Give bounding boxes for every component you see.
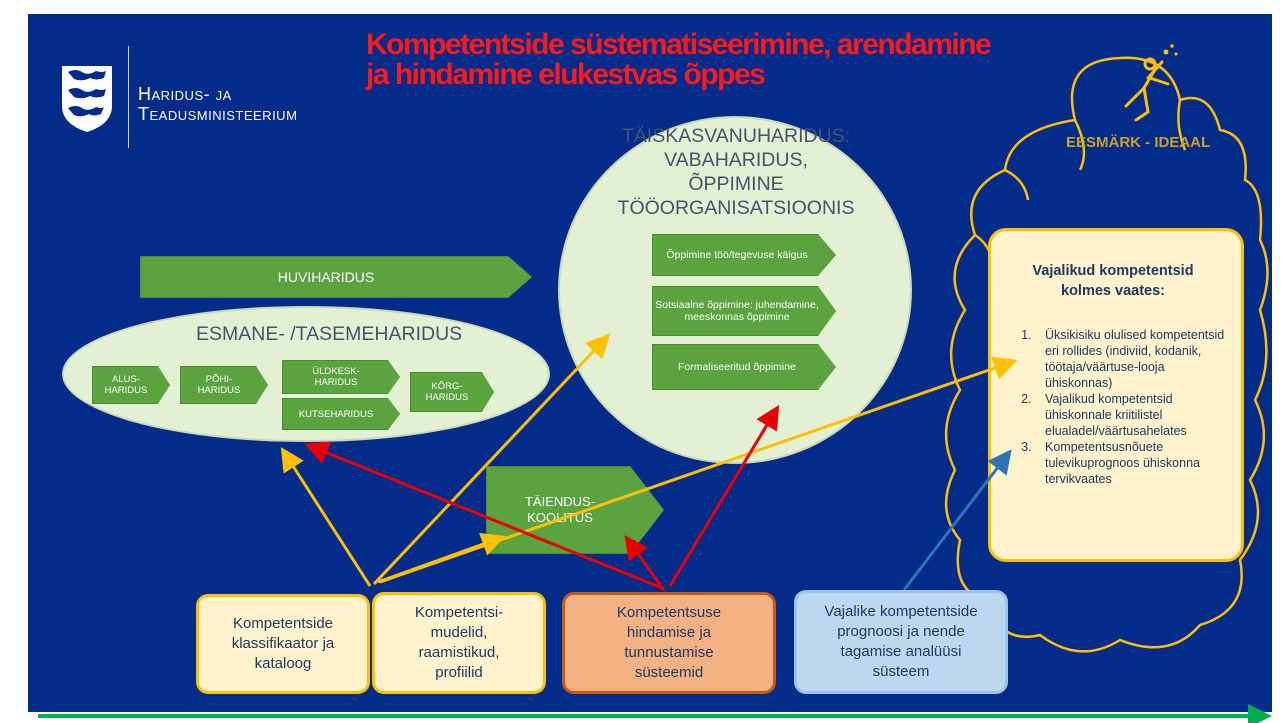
chevron-alusharidus: ALUS- HARIDUS xyxy=(92,366,170,404)
adult-title-line: VABAHARIDUS, xyxy=(664,149,808,171)
heading-line-2: kolmes vaates: xyxy=(1061,283,1165,299)
chevron-formalised-learning: Formaliseeritud õppimine xyxy=(652,344,836,390)
arrow-forecast-to-goal xyxy=(902,449,1012,591)
models-box: Kompetentsi-mudelid, raamistikud, profii… xyxy=(372,592,546,694)
ministry-name: Haridus- ja Teadusministeerium xyxy=(138,84,297,124)
chevron-uldkeskharidus: ÜLDKESK- HARIDUS xyxy=(282,360,400,394)
kutseharidus-label: KUTSEHARIDUS xyxy=(298,408,374,420)
forecast-box: Vajalike kompetentside prognoosi ja nend… xyxy=(794,590,1008,694)
arrow-assessment-to-adult xyxy=(668,404,780,587)
chevron-social-learning: Sotsiaalne õppimine: juhendamine, meesko… xyxy=(652,286,836,336)
huviharidus-arrow: HUVIHARIDUS xyxy=(140,256,532,298)
classifier-box: Kompetentside klassifikaator ja kataloog xyxy=(196,594,370,694)
chevron-korgharidus: KÕRG- HARIDUS xyxy=(410,372,494,412)
arrow-classifier-to-formal xyxy=(280,446,372,587)
adult-title-line: TÄISKASVANUHARIDUS: xyxy=(621,125,851,147)
needed-competences-list: Üksikisiku olulised kompetentsid eri rol… xyxy=(999,327,1227,487)
title-line-2: ja hindamine elukestvas õppes xyxy=(366,58,766,91)
goal-cloud xyxy=(944,44,1269,653)
formal-education-title: ESMANE- /TASEMEHARIDUS xyxy=(196,323,463,345)
coat-of-arms-icon xyxy=(62,66,112,132)
heading-line-1: Vajalikud kompetentsid xyxy=(1032,263,1194,279)
arrow-classifier-to-goal xyxy=(379,356,1018,584)
pohiharidus-label: PÕHI- HARIDUS xyxy=(197,374,241,396)
korgharidus-label: KÕRG- HARIDUS xyxy=(425,381,469,403)
ministry-line-1: Haridus- ja xyxy=(138,84,232,104)
uldkeskharidus-label: ÜLDKESK- HARIDUS xyxy=(312,366,360,388)
arrow-assessment-to-taiendus xyxy=(624,535,666,591)
alusharidus-label: ALUS- HARIDUS xyxy=(104,374,148,396)
assessment-box: Kompetentsuse hindamise ja tunnustamise … xyxy=(562,592,776,694)
list-item: Vajalikud kompetentsid ühiskonnale kriit… xyxy=(1035,391,1227,439)
needed-competences-heading: Vajalikud kompetentsid kolmes vaates: xyxy=(999,261,1227,301)
header-divider xyxy=(128,46,129,148)
title-line-1: Kompetentside süstematiseerimine, arenda… xyxy=(366,28,992,61)
adult-title-line: ÕPPIMINE xyxy=(688,173,784,195)
list-item: Kompetentsusnõuete tulevikuprognoos ühis… xyxy=(1035,439,1227,487)
page-title: Kompetentside süstematiseerimine, arenda… xyxy=(366,28,992,91)
adult-title-line: TÖÖORGANISATSIOONIS xyxy=(617,197,855,219)
adult-education-title: TÄISKASVANUHARIDUS: VABAHARIDUS, ÕPPIMIN… xyxy=(596,124,876,220)
chevron-kutseharidus: KUTSEHARIDUS xyxy=(282,398,400,430)
goal-cloud-label: EESMÄRK - IDEAAL xyxy=(1066,134,1211,151)
list-item: Üksikisiku olulised kompetentsid eri rol… xyxy=(1035,327,1227,391)
ministry-line-2: Teadusministeerium xyxy=(138,104,298,124)
goal-figure-icon xyxy=(1124,57,1170,122)
chevron-pohiharidus: PÕHI- HARIDUS xyxy=(180,366,268,404)
chevron-work-learning: Õppimine töö/tegevuse käigus xyxy=(652,234,836,276)
arrow-classifier-to-adult xyxy=(372,333,611,586)
needed-competences-box: Vajalikud kompetentsid kolmes vaates: Ük… xyxy=(988,228,1244,562)
arrow-assessment-to-formal xyxy=(304,441,663,590)
